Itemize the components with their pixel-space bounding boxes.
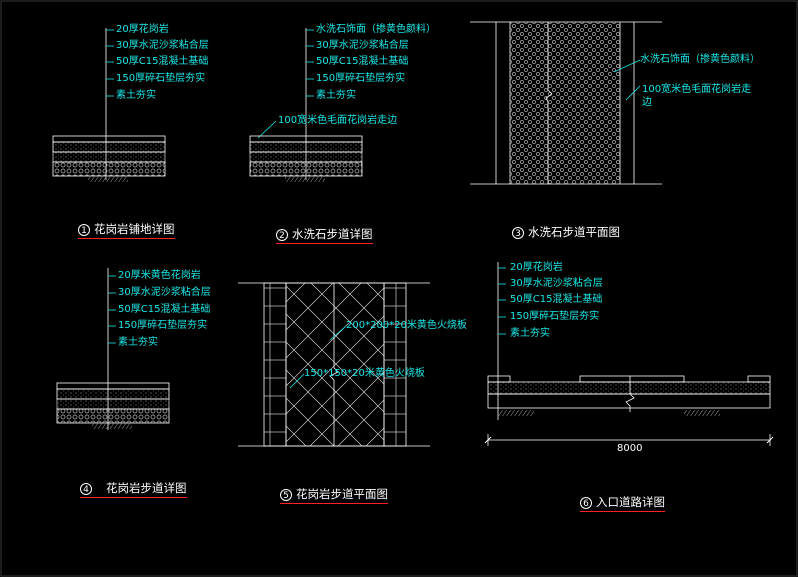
detail-6-dimension: 8000 [617, 443, 643, 454]
detail-2-title-text: 水洗石步道详图 [292, 227, 373, 241]
detail-6-label-4: 150厚碎石垫层夯实 [510, 311, 600, 322]
detail-3-label-2: 100宽米色毛面花岗岩走 [642, 84, 752, 95]
detail-1-label-4: 150厚碎石垫层夯实 [116, 73, 206, 84]
detail-6-title-text: 入口道路详图 [596, 495, 665, 509]
detail-6-underline [580, 511, 665, 512]
detail-6-label-5: 素土夯实 [510, 328, 550, 339]
detail-4-underline [80, 497, 187, 498]
detail-1-title: 1 花岗岩铺地详图 [78, 222, 175, 239]
detail-3-title-text: 水洗石步道平面图 [528, 225, 620, 239]
detail-4-label-1: 20厚米黄色花岗岩 [118, 270, 201, 281]
detail-2-edge-label: 100宽米色毛面花岗岩走边 [278, 115, 398, 126]
detail-6-label-3: 50厚C15混凝土基础 [510, 294, 603, 305]
detail-5-title: 5 花岗岩步道平面图 [280, 487, 388, 504]
detail-2-label-3: 50厚C15混凝土基础 [316, 56, 409, 67]
detail-3-number: 3 [512, 227, 524, 239]
detail-1-label-1: 20厚花岗岩 [116, 24, 169, 35]
detail-2-title: 2 水洗石步道详图 [276, 227, 373, 244]
detail-2-underline [276, 243, 373, 244]
detail-2-number: 2 [276, 229, 288, 241]
detail-2-section [249, 28, 363, 182]
detail-4-title: 4 花岗岩步道详图 [80, 481, 187, 498]
detail-6-section [484, 262, 774, 446]
detail-1-label-3: 50厚C15混凝土基础 [116, 56, 209, 67]
detail-6-number: 6 [580, 497, 592, 509]
detail-1-label-5: 素土夯实 [116, 90, 156, 101]
detail-3-plan [470, 21, 662, 185]
detail-1-underline [78, 238, 175, 239]
detail-4-title-text: 花岗岩步道详图 [106, 481, 187, 495]
detail-1-title-text: 花岗岩铺地详图 [94, 222, 175, 236]
detail-2-label-1: 水洗石饰面（掺黄色颜料） [316, 24, 436, 35]
detail-5-title-text: 花岗岩步道平面图 [296, 487, 388, 501]
detail-4-label-4: 150厚碎石垫层夯实 [118, 320, 208, 331]
detail-2-label-2: 30厚水泥沙浆粘合层 [316, 40, 409, 51]
detail-5-label-1: 200*200*20米黄色火烧板 [346, 320, 467, 331]
detail-3-title: 3 水洗石步道平面图 [512, 225, 620, 239]
detail-2-label-5: 素土夯实 [316, 90, 356, 101]
detail-6-label-2: 30厚水泥沙浆粘合层 [510, 278, 603, 289]
detail-5-number: 5 [280, 489, 292, 501]
detail-5-label-2: 150*150*20米黄色火烧板 [304, 368, 425, 379]
detail-4-section [56, 268, 170, 430]
detail-1-section [52, 28, 166, 182]
detail-5-underline [280, 503, 388, 504]
detail-3-label-1: 水洗石饰面（掺黄色颜料） [640, 54, 760, 65]
detail-6-title: 6 入口道路详图 [580, 495, 665, 512]
detail-6-label-1: 20厚花岗岩 [510, 262, 563, 273]
detail-2-label-4: 150厚碎石垫层夯实 [316, 73, 406, 84]
detail-5-plan [238, 282, 430, 447]
detail-3-label-3: 边 [642, 97, 652, 108]
detail-1-number: 1 [78, 224, 90, 236]
detail-4-label-5: 素土夯实 [118, 337, 158, 348]
detail-4-number: 4 [80, 483, 92, 495]
detail-4-label-2: 30厚水泥沙浆粘合层 [118, 287, 211, 298]
detail-1-label-2: 30厚水泥沙浆粘合层 [116, 40, 209, 51]
detail-4-label-3: 50厚C15混凝土基础 [118, 304, 211, 315]
